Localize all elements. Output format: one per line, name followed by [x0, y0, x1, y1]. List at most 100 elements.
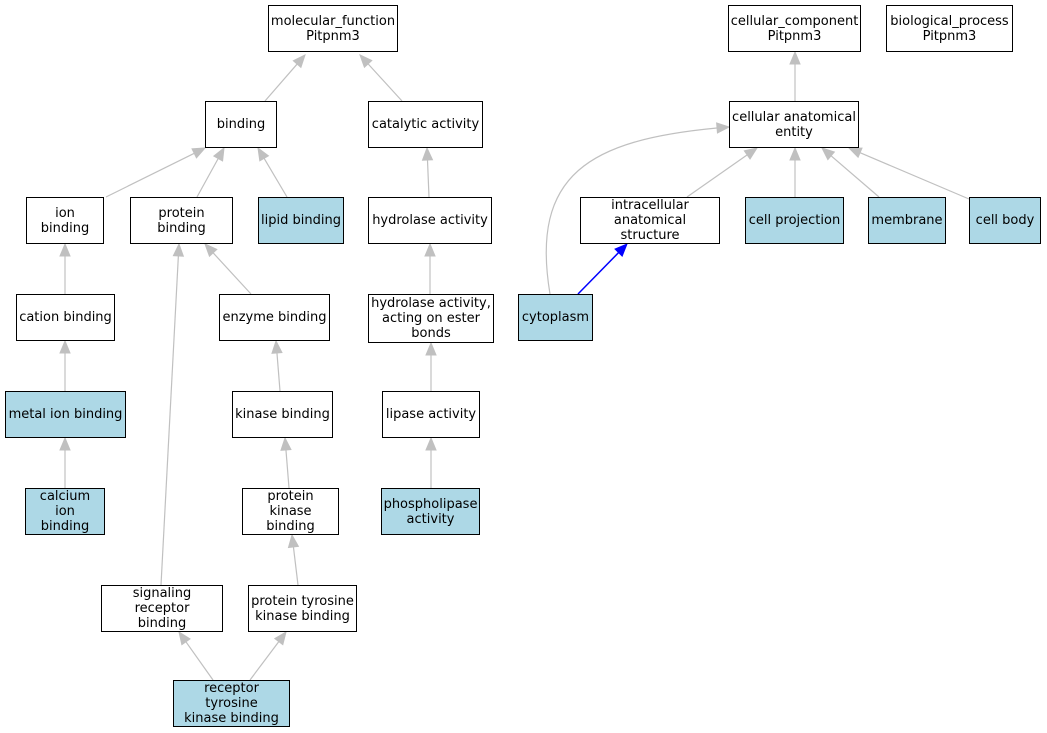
term-label: signaling receptor binding [132, 586, 192, 631]
term-node-intra[interactable]: intracellular anatomical structure [580, 197, 720, 244]
term-node-pkb[interactable]: protein kinase binding [242, 488, 339, 535]
edge-calc-to-metal [59, 436, 71, 488]
arrowhead [789, 50, 801, 65]
term-node-prot[interactable]: protein binding [130, 197, 233, 244]
term-node-calc[interactable]: calcium ion binding [25, 488, 105, 535]
arrowhead [212, 146, 225, 162]
arrowhead [424, 242, 436, 257]
edge-ion-to-bind [105, 147, 207, 198]
arrowhead [292, 54, 306, 69]
term-node-ptkb[interactable]: protein tyrosine kinase binding [248, 585, 357, 632]
arrowhead [287, 533, 300, 549]
term-node-cation[interactable]: cation binding [16, 294, 115, 341]
term-label: kinase binding [235, 407, 330, 422]
term-label: metal ion binding [8, 407, 123, 422]
edge-cyto-to-cae [545, 122, 731, 295]
edge-rtkb-to-ptkb [249, 630, 287, 681]
term-node-cbody[interactable]: cell body [969, 197, 1041, 244]
term-node-mf[interactable]: molecular_function Pitpnm3 [268, 5, 398, 52]
arrowhead [59, 436, 71, 451]
arrowhead [280, 436, 292, 451]
term-label: enzyme binding [222, 310, 327, 325]
arrowhead [716, 122, 731, 134]
term-node-hyd[interactable]: hydrolase activity [368, 197, 492, 244]
edge-cation-to-ion [59, 242, 71, 294]
arrowhead [821, 147, 836, 161]
term-label: biological_process Pitpnm3 [890, 13, 1009, 44]
edge-rtkb-to-srb [178, 630, 214, 681]
term-node-ion[interactable]: ion binding [26, 197, 104, 244]
term-node-cat[interactable]: catalytic activity [368, 101, 483, 148]
term-node-phos[interactable]: phospholipase activity [381, 488, 480, 535]
term-node-cc[interactable]: cellular_component Pitpnm3 [728, 5, 861, 52]
arrowhead [273, 630, 287, 646]
arrowhead [425, 436, 437, 451]
arrowhead [178, 630, 191, 646]
term-label: cell projection [748, 213, 841, 228]
term-node-enz[interactable]: enzyme binding [219, 294, 330, 341]
term-label: hydrolase activity [372, 213, 488, 228]
term-label: protein kinase binding [266, 489, 315, 534]
arrowhead [257, 146, 270, 162]
term-node-memb[interactable]: membrane [868, 197, 946, 244]
term-label: cell body [975, 213, 1035, 228]
term-node-cae[interactable]: cellular anatomical entity [729, 101, 859, 148]
term-node-cyto[interactable]: cytoplasm [518, 294, 593, 341]
edge-srb-to-prot [160, 242, 185, 586]
term-label: protein binding [157, 205, 206, 236]
term-label: phospholipase activity [383, 496, 478, 527]
edge-intra-to-cae [686, 147, 759, 198]
term-node-lipid[interactable]: lipid binding [258, 197, 344, 244]
edge-cat-to-mf [359, 54, 403, 102]
arrowhead [425, 341, 437, 356]
term-label: cytoplasm [521, 310, 590, 325]
term-node-metal[interactable]: metal ion binding [5, 391, 126, 438]
arrowhead [789, 146, 801, 161]
arrowhead [359, 54, 373, 69]
term-node-bp[interactable]: biological_process Pitpnm3 [886, 5, 1013, 52]
term-node-rtkb[interactable]: receptor tyrosine kinase binding [173, 680, 290, 727]
term-label: binding [216, 117, 266, 132]
edge-bind-to-mf [264, 54, 306, 102]
edge-kin-to-enz [271, 339, 283, 392]
term-label: catalytic activity [371, 117, 480, 132]
term-label: lipase activity [385, 407, 477, 422]
edge-phos-to-lipase [425, 436, 437, 488]
arrowhead [743, 147, 759, 160]
term-node-cproj[interactable]: cell projection [745, 197, 844, 244]
term-label: lipid binding [261, 213, 341, 228]
term-label: protein tyrosine kinase binding [251, 593, 354, 624]
term-label: cellular anatomical entity [732, 109, 856, 140]
term-label: receptor tyrosine kinase binding [184, 681, 279, 726]
edge-cbody-to-cae [847, 147, 970, 200]
term-label: membrane [871, 213, 943, 228]
arrowhead [172, 242, 185, 257]
term-node-bind[interactable]: binding [205, 101, 277, 148]
term-node-srb[interactable]: signaling receptor binding [101, 585, 223, 632]
arrowhead [59, 339, 71, 354]
arrowhead [191, 147, 207, 159]
edge-ptkb-to-pkb [287, 533, 300, 586]
edge-memb-to-cae [821, 147, 880, 198]
edge-cyto-to-intra [577, 243, 628, 295]
arrowhead [271, 339, 283, 354]
term-label: hydrolase activity, acting on ester bond… [371, 296, 491, 341]
term-label: cellular_component Pitpnm3 [730, 13, 859, 44]
arrowhead [614, 243, 628, 257]
term-node-lipase[interactable]: lipase activity [382, 391, 480, 438]
term-label: ion binding [40, 205, 90, 236]
term-label: molecular_function Pitpnm3 [270, 13, 396, 44]
term-node-kin[interactable]: kinase binding [232, 391, 333, 438]
edge-hydest-to-hyd [424, 242, 436, 294]
edge-enz-to-prot [204, 243, 252, 295]
edge-metal-to-cation [59, 339, 71, 391]
term-label: intracellular anatomical structure [611, 198, 689, 243]
arrowhead [421, 146, 434, 161]
term-node-hydest[interactable]: hydrolase activity, acting on ester bond… [368, 294, 494, 343]
arrowhead [847, 147, 863, 159]
edge-cae-to-cc [789, 50, 801, 101]
edge-lipid-to-bind [257, 146, 288, 198]
edge-pkb-to-kin [280, 436, 292, 489]
